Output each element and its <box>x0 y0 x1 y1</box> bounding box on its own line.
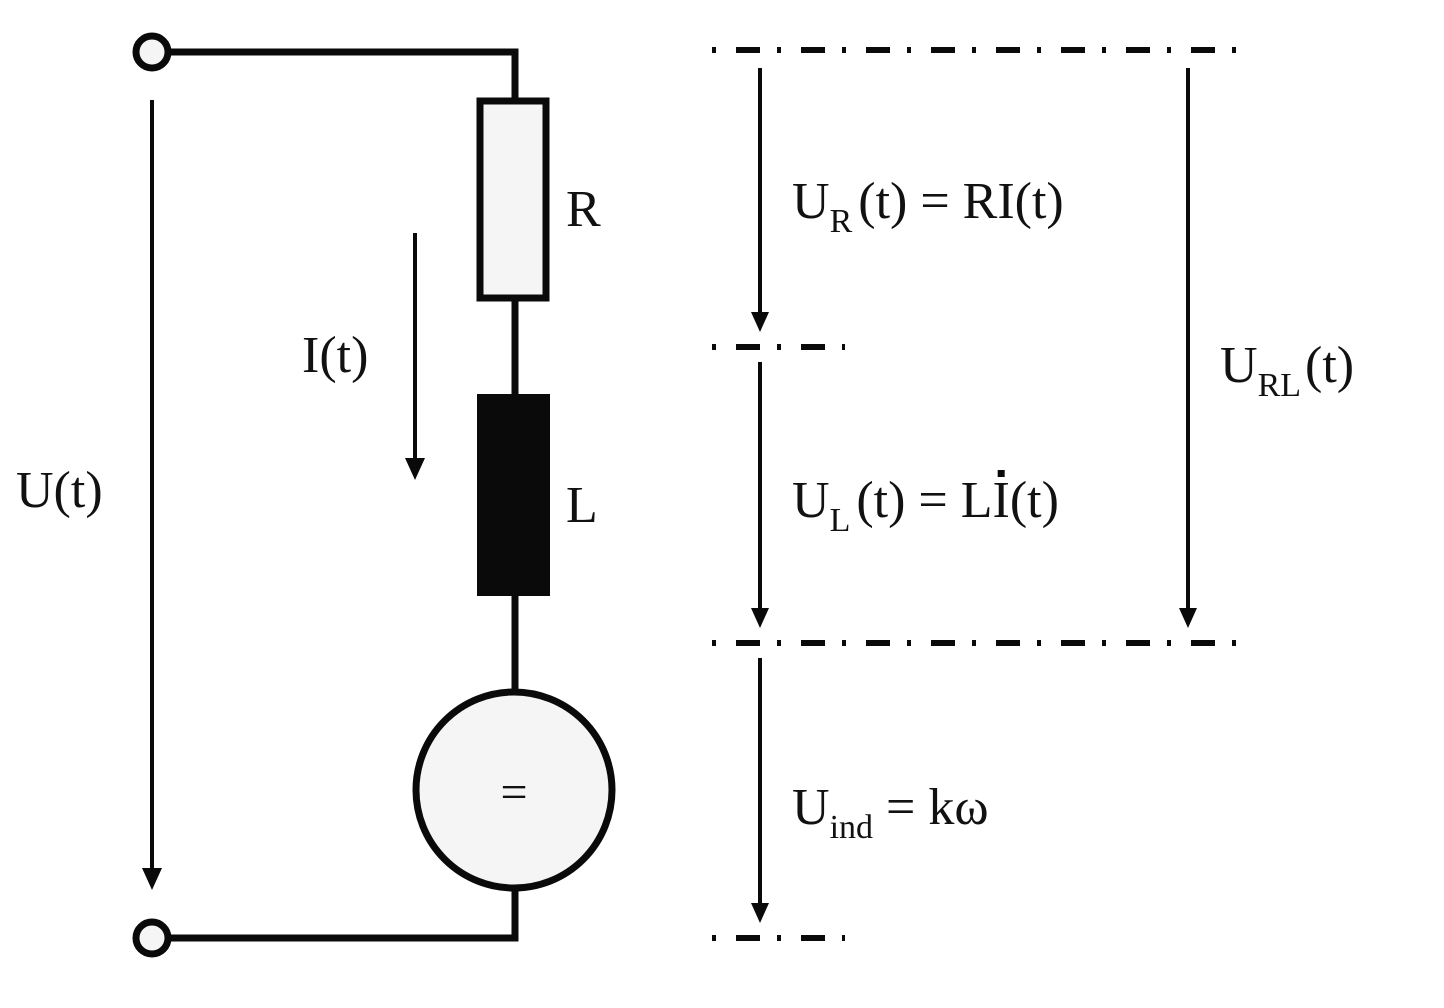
top-terminal <box>132 32 172 72</box>
uind-subscript: ind <box>830 809 873 846</box>
url-equation: URL(t) <box>1220 337 1354 404</box>
reference-lines <box>712 47 1240 941</box>
arrowhead <box>751 312 769 332</box>
ul-main: U <box>792 472 830 529</box>
derivative-dot <box>997 470 1005 477</box>
induced-voltage-source <box>412 688 616 892</box>
arrowhead <box>1179 608 1197 628</box>
arrowhead <box>142 868 162 890</box>
uind-rest: = kω <box>873 779 989 836</box>
uind-main: U <box>792 779 830 836</box>
uind-equation: Uind = kω <box>792 779 989 846</box>
input-voltage-label: U(t) <box>16 462 103 519</box>
ul-rest-after: (t) <box>1010 472 1059 529</box>
ur-main: U <box>792 173 830 230</box>
url-subscript: RL <box>1258 367 1301 404</box>
resistor-label: R <box>566 181 601 238</box>
ul-dotted-current: I <box>993 472 1010 529</box>
bottom-terminal <box>132 918 172 958</box>
url-rest: (t) <box>1305 337 1354 394</box>
inductor <box>477 394 550 596</box>
current-label: I(t) <box>302 327 368 384</box>
resistor <box>476 97 550 302</box>
voltage-arrows <box>142 68 1197 923</box>
arrowhead <box>751 903 769 923</box>
top-wire <box>170 48 519 100</box>
url-main: U <box>1220 337 1258 394</box>
arrowhead <box>405 458 425 480</box>
source-symbol: = <box>500 766 527 819</box>
ur-subscript: R <box>830 203 853 240</box>
inductor-label: L <box>566 477 598 534</box>
wires <box>170 48 519 942</box>
bottom-wire <box>170 888 519 942</box>
arrowhead <box>751 608 769 628</box>
ur-equation: UR(t) = RI(t) <box>792 173 1064 240</box>
ur-rest: (t) = RI(t) <box>858 173 1064 230</box>
ul-equation: UL(t) = LI(t) <box>792 472 1059 539</box>
ul-subscript: L <box>830 502 851 539</box>
ul-rest-before: (t) = L <box>856 472 992 529</box>
